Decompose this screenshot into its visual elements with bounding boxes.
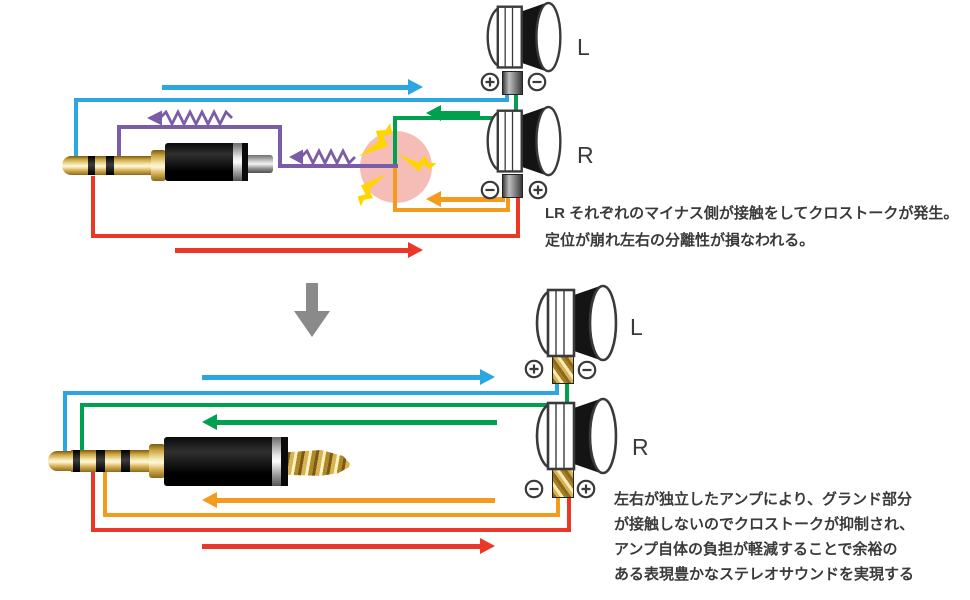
plug-body-ring — [233, 143, 242, 181]
interference-zigzag-arrow-icon — [289, 147, 356, 167]
crosstalk-spark-icon — [351, 119, 438, 210]
plus-terminal-icon — [576, 479, 596, 499]
left-return-wire — [393, 116, 518, 120]
plug-tip — [48, 451, 73, 471]
plug-collar — [149, 444, 165, 478]
earbud-icon — [535, 397, 618, 475]
right-signal-wire — [91, 176, 95, 238]
left-signal-wire — [63, 391, 559, 395]
plug-insulator-ring — [106, 156, 114, 175]
earphone-left-label: L — [577, 34, 590, 60]
right-signal-wire — [91, 234, 520, 238]
plug-body — [165, 143, 233, 181]
cable-stub — [248, 155, 273, 173]
right-return-wire — [103, 513, 560, 517]
left-return-wire — [393, 116, 397, 168]
left-signal-flow-arrow — [162, 79, 423, 95]
earbud-stem — [502, 174, 523, 198]
plus-terminal-icon — [480, 72, 500, 92]
minus-terminal-icon — [527, 72, 547, 92]
plug-collar — [151, 150, 166, 181]
interference-zigzag-arrow-icon — [147, 108, 233, 128]
top-caption-line1: LR それぞれのマイナス側が接触をしてクロストークが発生。 — [545, 205, 959, 222]
plug-screw-thread — [288, 450, 352, 476]
earbud-stem — [502, 71, 523, 95]
bottom-caption-line3: アンプ自体の負担が軽減することで余裕の — [614, 541, 898, 558]
left-signal-wire — [555, 380, 559, 395]
earbud-icon — [486, 1, 562, 73]
crosstalk-ground-wire — [117, 125, 282, 129]
minus-terminal-icon — [480, 180, 500, 200]
right-signal-wire — [91, 528, 571, 532]
transition-down-arrow-icon — [294, 283, 330, 337]
left-signal-wire — [63, 391, 67, 452]
minus-terminal-icon — [577, 360, 597, 380]
crosstalk-ground-wire — [278, 125, 282, 168]
left-return-wire — [514, 91, 518, 120]
plug-shaft — [71, 450, 151, 472]
top-caption-line2: 定位が崩れ左右の分離性が損なわれる。 — [545, 232, 815, 249]
right-signal-wire — [567, 492, 571, 532]
minus-terminal-icon — [524, 479, 544, 499]
left-return-flow-arrow — [202, 414, 497, 430]
plug-body-ring — [272, 437, 281, 486]
right-return-wire — [393, 208, 510, 212]
earphone-right-label: R — [577, 142, 594, 168]
left-signal-flow-arrow — [202, 369, 495, 385]
earbud-icon — [486, 105, 562, 177]
right-return-flow-arrow — [426, 191, 505, 207]
right-signal-flow-arrow — [175, 242, 423, 258]
left-return-wire — [80, 403, 569, 407]
plug-insulator-ring — [73, 450, 80, 472]
bottom-caption: 左右が独立したアンプにより、グランド部分 が接触しないのでクロストークが抑制され… — [614, 487, 914, 587]
bottom-caption-line2: が接触しないのでクロストークが抑制され、 — [614, 516, 915, 533]
bottom-caption-line1: 左右が独立したアンプにより、グランド部分 — [614, 491, 913, 508]
right-return-flow-arrow — [202, 492, 495, 508]
right-return-wire — [506, 192, 510, 212]
plug-shaft — [86, 156, 152, 175]
left-signal-wire — [505, 89, 509, 102]
crosstalk-ground-wire — [278, 164, 398, 168]
plug-body — [281, 437, 288, 486]
left-signal-wire — [74, 98, 78, 158]
right-return-wire — [103, 470, 107, 517]
plug-body — [164, 437, 272, 486]
top-caption: LR それぞれのマイナス側が接触をしてクロストークが発生。 定位が崩れ左右の分離… — [545, 200, 958, 254]
plug-body — [242, 143, 248, 181]
right-return-wire — [393, 166, 397, 212]
plug-insulator-ring — [121, 450, 130, 472]
left-signal-wire — [74, 98, 509, 102]
right-signal-wire — [516, 192, 520, 238]
plug-tip — [62, 156, 88, 175]
earphone-left-label: L — [630, 314, 643, 340]
bottom-caption-line4: ある表現豊かなステレオサウンドを実現する — [614, 566, 915, 583]
right-signal-wire — [91, 470, 95, 532]
plug-insulator-ring — [88, 156, 95, 175]
right-return-wire — [556, 492, 560, 517]
crosstalk-ground-wire — [117, 126, 121, 157]
earphone-right-label: R — [632, 434, 649, 460]
left-return-wire — [565, 380, 569, 407]
plus-terminal-icon — [528, 180, 548, 200]
plug-insulator-ring — [96, 450, 105, 472]
left-return-wire — [80, 403, 84, 451]
right-signal-flow-arrow — [202, 538, 495, 554]
plus-terminal-icon — [524, 359, 544, 379]
earbud-icon — [535, 284, 618, 362]
